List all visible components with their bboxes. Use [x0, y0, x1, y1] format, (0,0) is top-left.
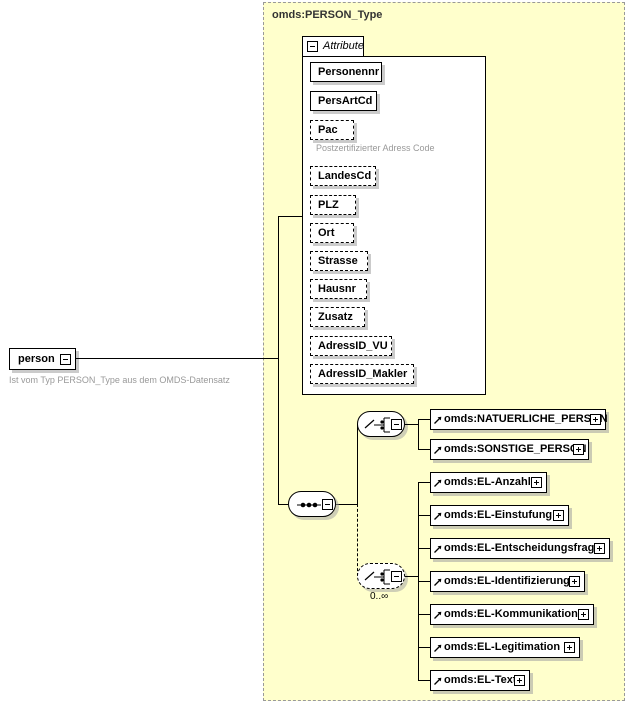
element-ref-label: omds:SONSTIGE_PERSON — [444, 443, 587, 455]
attribute-label: AdressID_VU — [318, 339, 388, 352]
compositor-choice-1[interactable] — [357, 411, 405, 437]
sequence-icon — [297, 502, 321, 508]
element-ref-label: omds:EL-Einstufung — [444, 509, 553, 521]
attribute-hausnr[interactable]: Hausnr — [310, 279, 367, 299]
choice-2-cardinality: 0..∞ — [370, 591, 389, 602]
element-ref-expand-toggle[interactable] — [578, 609, 589, 620]
choice-icon — [364, 417, 390, 433]
element-person-annotation: Ist vom Typ PERSON_Type aus dem OMDS-Dat… — [9, 375, 230, 385]
attribute-pac[interactable]: Pac — [310, 120, 354, 140]
attribute-persartcd[interactable]: PersArtCd — [310, 91, 377, 111]
element-ref-expand-toggle[interactable] — [573, 444, 584, 455]
connector-sequence-riser-up — [357, 424, 358, 505]
element-ref-natuerliche_person[interactable]: omds:NATUERLICHE_PERSON — [430, 409, 608, 430]
attribute-adressid_makler[interactable]: AdressID_Makler — [310, 364, 414, 384]
connector-choice1-out — [405, 424, 418, 425]
connector-sequence-riser-down-dashed — [357, 504, 358, 576]
connector-trunk-to-attributes — [278, 216, 302, 217]
connector-choice1-bus — [418, 419, 419, 450]
element-ref-expand-toggle[interactable] — [594, 543, 605, 554]
attribute-label: Zusatz — [318, 310, 353, 323]
complextype-title: omds:PERSON_Type — [272, 9, 383, 21]
reference-arrow-icon — [434, 545, 442, 553]
element-ref-label: omds:EL-Identifizierung — [444, 575, 570, 587]
element-person[interactable]: person — [9, 348, 76, 370]
element-ref-el-anzahl[interactable]: omds:EL-Anzahl — [430, 472, 547, 493]
element-ref-el-identifizierung[interactable]: omds:EL-Identifizierung — [430, 571, 585, 592]
element-ref-el-einstufung[interactable]: omds:EL-Einstufung — [430, 505, 569, 526]
element-person-label: person — [18, 352, 55, 365]
attribute-personennr[interactable]: Personennr — [310, 62, 382, 82]
choice-2-collapse-toggle[interactable] — [391, 571, 402, 582]
element-ref-label: omds:EL-Kommunikation — [444, 608, 578, 620]
element-ref-expand-toggle[interactable] — [590, 414, 601, 425]
reference-arrow-icon — [434, 578, 442, 586]
connector-choice1-branch-0 — [418, 419, 430, 420]
reference-arrow-icon — [434, 611, 442, 619]
connector-choice2-branch-2 — [418, 548, 430, 549]
attribute-annotation: Postzertifizierter Adress Code — [316, 143, 435, 153]
attribute-tab[interactable]: Attribute — [302, 36, 364, 57]
compositor-sequence[interactable] — [288, 491, 336, 517]
element-ref-el-legitimation[interactable]: omds:EL-Legitimation — [430, 637, 580, 658]
element-ref-expand-toggle[interactable] — [564, 642, 575, 653]
reference-arrow-icon — [434, 416, 442, 424]
attribute-ort[interactable]: Ort — [310, 223, 354, 243]
element-ref-el-text[interactable]: omds:EL-Text — [430, 670, 530, 691]
connector-trunk-upper — [278, 216, 279, 359]
attribute-landescd[interactable]: LandesCd — [310, 166, 376, 186]
reference-arrow-icon — [434, 677, 442, 685]
element-ref-el-entscheidungsfrage[interactable]: omds:EL-Entscheidungsfrage — [430, 538, 610, 559]
connector-choice2-branch-0 — [418, 482, 430, 483]
connector-choice2-branch-4 — [418, 614, 430, 615]
element-ref-label: omds:EL-Anzahl — [444, 476, 531, 488]
connector-trunk-lower — [278, 358, 279, 504]
element-ref-expand-toggle[interactable] — [569, 576, 580, 587]
element-ref-sonstige_person[interactable]: omds:SONSTIGE_PERSON — [430, 439, 589, 460]
attribute-label: PersArtCd — [318, 94, 373, 107]
choice-1-collapse-toggle[interactable] — [391, 419, 402, 430]
attribute-zusatz[interactable]: Zusatz — [310, 307, 365, 327]
connector-choice2-branch-3 — [418, 581, 430, 582]
connector-choice2-branch-5 — [418, 647, 430, 648]
element-ref-expand-toggle[interactable] — [514, 675, 525, 686]
element-ref-el-kommunikation[interactable]: omds:EL-Kommunikation — [430, 604, 594, 625]
sequence-collapse-toggle[interactable] — [322, 499, 333, 510]
attribute-collapse-toggle[interactable] — [307, 41, 318, 52]
connector-choice1-branch-1 — [418, 449, 430, 450]
reference-arrow-icon — [434, 644, 442, 652]
attribute-label: LandesCd — [318, 169, 372, 182]
element-ref-label: omds:EL-Entscheidungsfrage — [444, 542, 601, 554]
attribute-label: Personennr — [318, 65, 380, 78]
attribute-label: PLZ — [318, 198, 339, 211]
connector-root-to-trunk — [76, 358, 278, 359]
attribute-tab-label: Attribute — [323, 40, 364, 52]
connector-sequence-out — [336, 504, 358, 505]
element-ref-expand-toggle[interactable] — [531, 477, 542, 488]
attribute-label: Ort — [318, 226, 335, 239]
attribute-label: AdressID_Makler — [318, 367, 408, 380]
element-ref-label: omds:EL-Text — [444, 674, 517, 686]
attribute-label: Hausnr — [318, 282, 356, 295]
compositor-choice-2[interactable] — [357, 563, 405, 589]
attribute-adressid_vu[interactable]: AdressID_VU — [310, 336, 392, 356]
attribute-label: Pac — [318, 123, 338, 136]
attribute-plz[interactable]: PLZ — [310, 195, 356, 215]
choice-icon — [364, 569, 390, 585]
reference-arrow-icon — [434, 479, 442, 487]
element-ref-label: omds:NATUERLICHE_PERSON — [444, 413, 608, 425]
reference-arrow-icon — [434, 512, 442, 520]
element-person-collapse-toggle[interactable] — [59, 354, 71, 365]
reference-arrow-icon — [434, 446, 442, 454]
connector-choice2-branch-6 — [418, 680, 430, 681]
element-ref-label: omds:EL-Legitimation — [444, 641, 561, 653]
element-ref-expand-toggle[interactable] — [553, 510, 564, 521]
attribute-label: Strasse — [318, 254, 358, 267]
connector-choice2-out — [405, 576, 418, 577]
attribute-strasse[interactable]: Strasse — [310, 251, 368, 271]
connector-trunk-to-sequence — [278, 504, 288, 505]
connector-choice2-branch-1 — [418, 515, 430, 516]
